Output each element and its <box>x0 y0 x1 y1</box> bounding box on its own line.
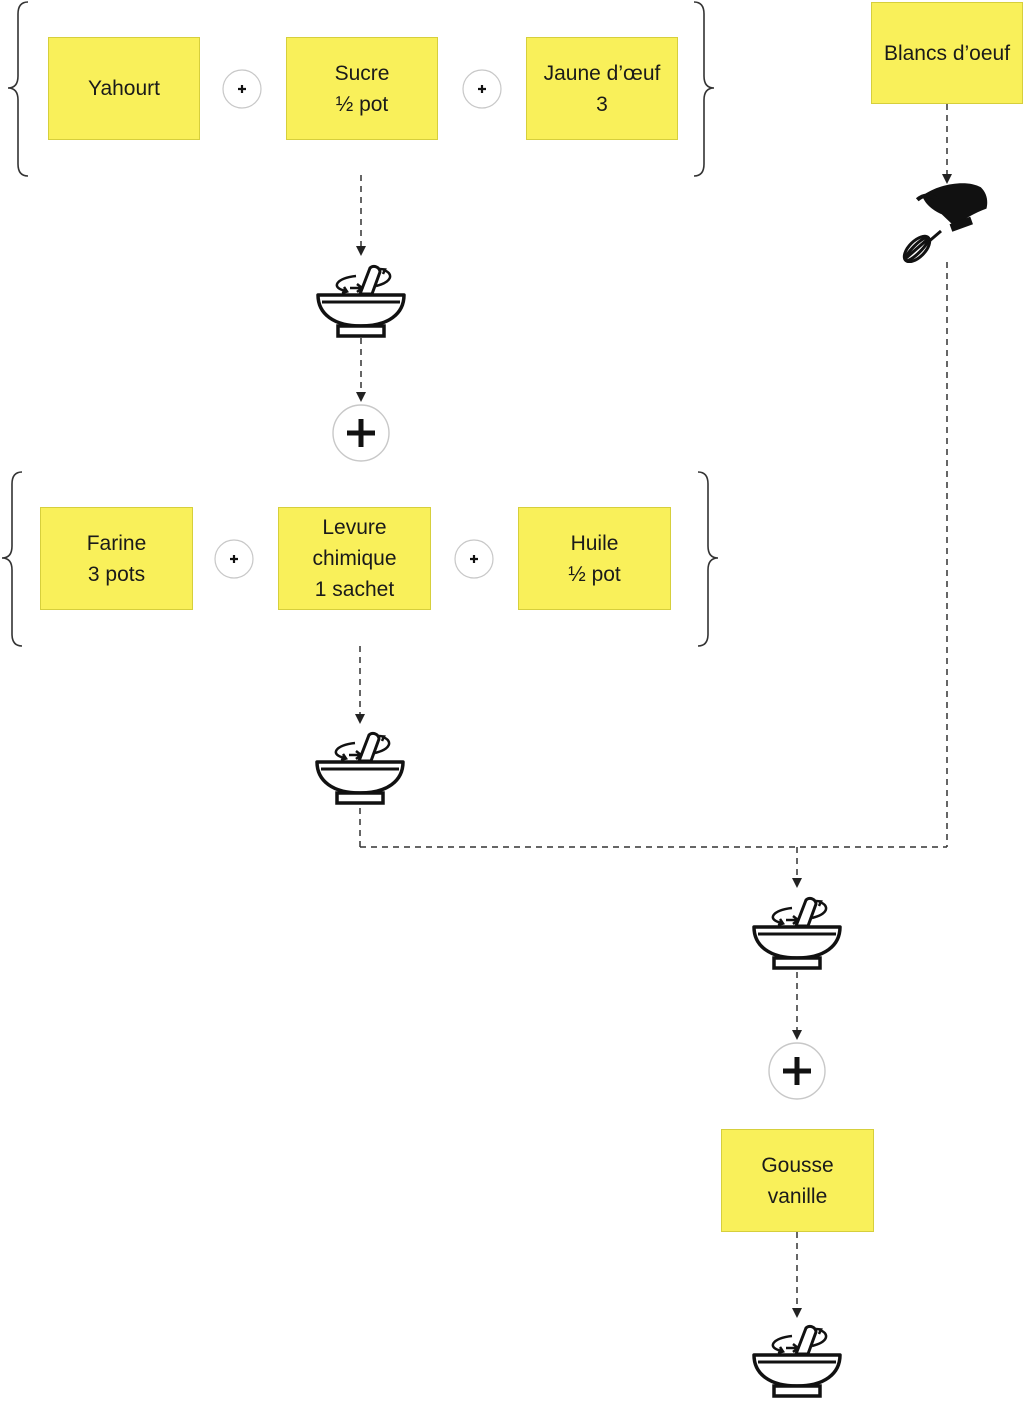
mixing-bowl-icon <box>752 896 842 970</box>
brace-group2-right <box>697 471 719 647</box>
brace-group1-right <box>693 1 715 177</box>
ingredient-note-gousse-vanille: Gousse vanille <box>721 1129 874 1232</box>
note-label: Blancs d’oeuf <box>883 41 1011 65</box>
ingredient-note-sucre: Sucre ½ pot <box>286 37 438 140</box>
plus-large-icon <box>768 1042 826 1100</box>
plus-small-icon <box>454 539 494 579</box>
brace-group2-left <box>1 471 23 647</box>
plus-small-icon <box>222 69 262 109</box>
note-label: Huile ½ pot <box>568 531 621 586</box>
small-plus-signs <box>214 69 502 579</box>
plus-large-icon <box>332 404 390 462</box>
ingredient-note-blancs-oeuf: Blancs d’oeuf <box>871 2 1023 104</box>
braces <box>1 1 719 647</box>
note-label: Farine 3 pots <box>86 531 147 586</box>
mixing-bowl-icon <box>752 1324 842 1398</box>
ingredient-note-yahourt: Yahourt <box>48 37 200 140</box>
plus-small-icon <box>462 69 502 109</box>
connectors <box>355 104 952 1318</box>
plus-small-icon <box>214 539 254 579</box>
ingredient-note-jaune-oeuf: Jaune d’œuf 3 <box>526 37 678 140</box>
note-label: Sucre ½ pot <box>334 61 390 116</box>
brace-group1-left <box>7 1 29 177</box>
note-label: Yahourt <box>88 77 160 100</box>
hand-mixer-icon <box>898 183 996 263</box>
mixing-bowl-icon <box>316 264 406 338</box>
ingredient-note-farine: Farine 3 pots <box>40 507 193 610</box>
mixing-bowl-icon <box>315 731 405 805</box>
ingredient-note-huile: Huile ½ pot <box>518 507 671 610</box>
note-label: Gousse vanille <box>761 1153 834 1208</box>
ingredient-note-levure: Levure chimique 1 sachet <box>278 507 431 610</box>
note-label: Levure chimique 1 sachet <box>312 516 397 601</box>
note-label: Jaune d’œuf 3 <box>543 61 661 116</box>
